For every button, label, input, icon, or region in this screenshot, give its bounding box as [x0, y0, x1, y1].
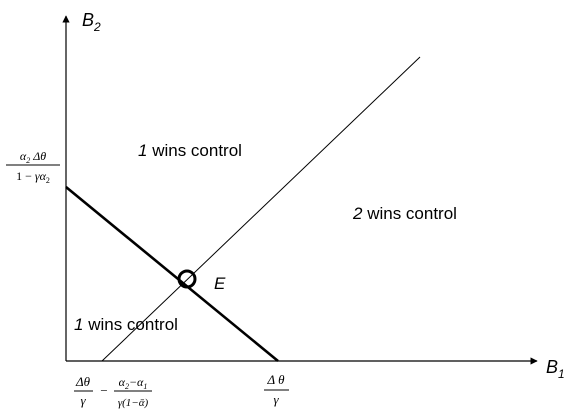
region-lower-label: 1 wins control — [74, 315, 178, 334]
svg-text:γ: γ — [273, 392, 279, 407]
svg-text:γ: γ — [80, 393, 86, 408]
svg-text:−: − — [100, 383, 107, 398]
svg-text:Δ θ: Δ θ — [266, 372, 285, 387]
x-tick-left-expression: Δθ γ − α2−α1 γ(1−ᾱ) — [74, 374, 152, 409]
thin-line — [101, 56, 421, 362]
x-tick-right-expression: Δ θ γ — [264, 372, 289, 407]
y-axis-label: B2 — [82, 10, 101, 34]
thick-line — [65, 185, 279, 363]
point-e-label: E — [214, 274, 226, 293]
region-right-label: 2 wins control — [352, 204, 457, 223]
svg-text:Δθ: Δθ — [75, 374, 91, 389]
region-upper-label: 1 wins control — [138, 141, 242, 160]
svg-text:1−γα2: 1−γα2 — [16, 169, 50, 185]
svg-text:γ(1−ᾱ): γ(1−ᾱ) — [118, 397, 149, 409]
x-axis-label: B1 — [546, 357, 565, 381]
point-e-marker — [177, 269, 197, 289]
svg-text:α2−α1: α2−α1 — [119, 375, 148, 391]
